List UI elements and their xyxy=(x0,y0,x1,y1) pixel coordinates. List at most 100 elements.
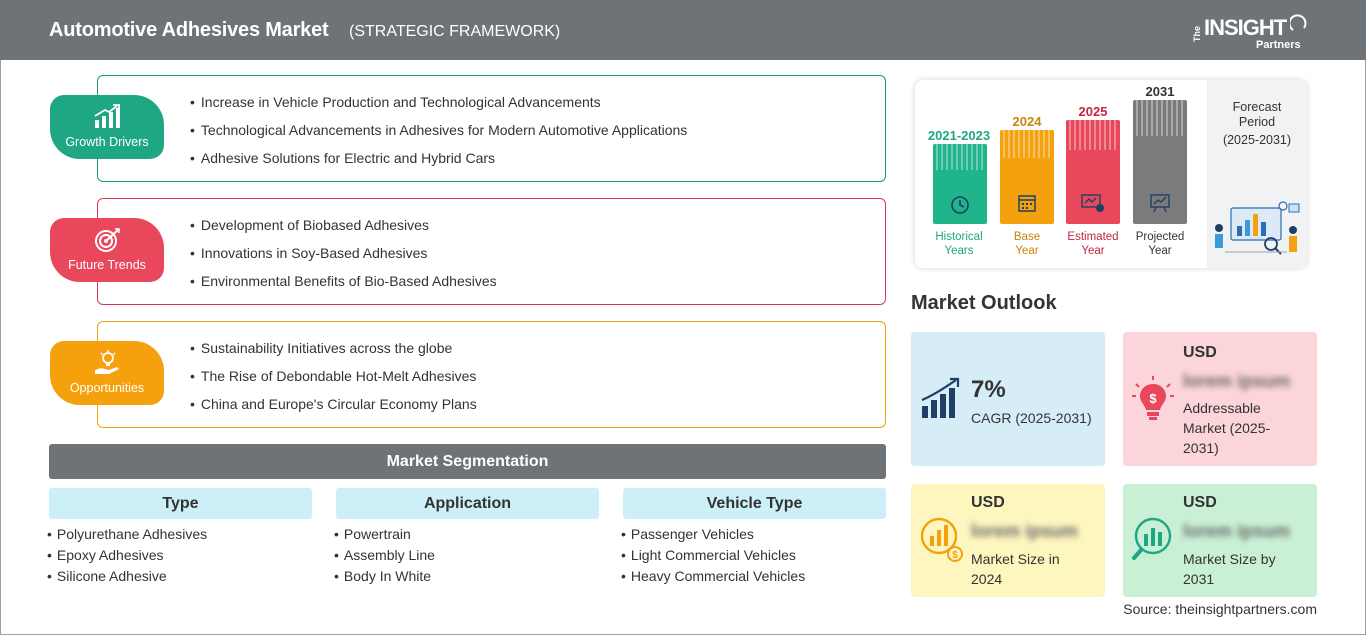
timeline-year-historical: 2021-2023 xyxy=(927,128,991,143)
future-trends-badge: Future Trends xyxy=(50,218,164,282)
bar-stripes xyxy=(1003,130,1050,158)
list-item: China and Europe's Circular Economy Plan… xyxy=(190,394,477,422)
source-note[interactable]: Source: theinsightpartners.com xyxy=(1123,601,1317,617)
desc-line: Addressable xyxy=(1183,400,1261,416)
list-item: Assembly Line xyxy=(334,546,435,567)
addressable-usd: USD xyxy=(1183,344,1217,361)
projection-board-icon xyxy=(1150,194,1170,213)
timeline-bar-projected xyxy=(1133,100,1187,224)
opportunities-label: Opportunities xyxy=(69,381,145,395)
future-trends-list: Development of Biobased Adhesives Innova… xyxy=(190,215,497,299)
desc-line: 2024 xyxy=(971,571,1003,587)
market-size-2024-usd: USD xyxy=(971,494,1005,511)
list-item: Body In White xyxy=(334,567,435,588)
market-size-2031-label: Market Size by 2031 xyxy=(1183,549,1276,589)
header-bar: Automotive Adhesives Market (STRATEGIC F… xyxy=(0,0,1366,60)
history-clock-icon xyxy=(951,196,969,214)
logo-partners: Partners xyxy=(1256,39,1301,51)
market-outlook-title: Market Outlook xyxy=(911,292,1057,314)
caption-line: Year xyxy=(1148,245,1172,257)
caption-line: Base xyxy=(1013,231,1041,243)
future-trends-label: Future Trends xyxy=(68,258,146,272)
market-size-2024-card: $ USD lorem ipsum Market Size in 2024 xyxy=(911,484,1105,597)
list-item: The Rise of Debondable Hot-Melt Adhesive… xyxy=(190,366,477,394)
segment-list-application: Powertrain Assembly Line Body In White xyxy=(334,525,435,588)
segment-list-type: Polyurethane Adhesives Epoxy Adhesives S… xyxy=(47,525,207,588)
desc-line: 2031) xyxy=(1183,440,1219,456)
market-size-2031-value: lorem ipsum xyxy=(1183,521,1291,541)
forecast-line-1: Forecast xyxy=(1232,100,1282,114)
list-item: Increase in Vehicle Production and Techn… xyxy=(190,92,687,120)
cagr-value: 7% xyxy=(971,376,1006,403)
list-item: Innovations in Soy-Based Adhesives xyxy=(190,243,497,271)
timeline-year-base: 2024 xyxy=(1012,114,1042,129)
market-segmentation-header: Market Segmentation xyxy=(49,444,886,479)
cagr-label: CAGR (2025-2031) xyxy=(971,410,1092,426)
list-item: Light Commercial Vehicles xyxy=(621,546,805,567)
caption-line: Year xyxy=(1081,245,1105,257)
cagr-growth-icon xyxy=(921,377,960,418)
forecast-line-3: (2025-2031) xyxy=(1222,133,1292,147)
timeline-year-projected: 2031 xyxy=(1145,84,1175,99)
market-size-2031-icon xyxy=(1132,517,1172,560)
timeline-card: 2021-2023 Historical Years 2024 Base xyxy=(915,80,1307,268)
addressable-market-card: $ USD lorem ipsum Addressable Market (20… xyxy=(1123,332,1317,466)
list-item: Silicone Adhesive xyxy=(47,567,207,588)
logo-insight: INSIGHT xyxy=(1204,15,1287,40)
forecast-line-2: Period xyxy=(1238,115,1276,129)
caption-line: Estimated xyxy=(1067,231,1119,243)
lightbulb-dollar-icon: $ xyxy=(1132,376,1174,420)
growth-chart-icon xyxy=(94,104,120,128)
future-trends-box: Development of Biobased Adhesives Innova… xyxy=(97,198,886,305)
market-size-2024-icon: $ xyxy=(920,517,963,562)
addressable-value: lorem ipsum xyxy=(1183,371,1291,391)
hand-lightbulb-icon xyxy=(95,350,119,374)
growth-drivers-label: Growth Drivers xyxy=(65,135,149,149)
list-item: Polyurethane Adhesives xyxy=(47,525,207,546)
opportunities-box: Sustainability Initiatives across the gl… xyxy=(97,321,886,428)
market-size-2024-value: lorem ipsum xyxy=(971,521,1079,541)
segment-head-application: Application xyxy=(336,488,599,519)
segment-list-vehicle-type: Passenger Vehicles Light Commercial Vehi… xyxy=(621,525,805,588)
svg-text:$: $ xyxy=(1149,391,1157,406)
cagr-card: 7% CAGR (2025-2031) xyxy=(911,332,1105,466)
list-item: Adhesive Solutions for Electric and Hybr… xyxy=(190,148,687,176)
desc-line: Market Size in xyxy=(971,551,1060,567)
list-item: Environmental Benefits of Bio-Based Adhe… xyxy=(190,271,497,299)
bar-stripes xyxy=(1069,120,1116,150)
growth-drivers-list: Increase in Vehicle Production and Techn… xyxy=(190,92,687,176)
segment-head-type: Type xyxy=(49,488,312,519)
list-item: Development of Biobased Adhesives xyxy=(190,215,497,243)
segment-head-vehicle-type: Vehicle Type xyxy=(623,488,886,519)
insight-partners-logo[interactable]: The INSIGHT Partners xyxy=(1192,12,1312,54)
timeline-bar-base xyxy=(1000,130,1054,224)
logo-arc-icon xyxy=(1290,14,1307,31)
caption-line: Projected xyxy=(1135,231,1185,243)
caption-line: Historical xyxy=(935,231,983,243)
page-title: Automotive Adhesives Market xyxy=(49,19,329,41)
list-item: Technological Advancements in Adhesives … xyxy=(190,120,687,148)
list-item: Heavy Commercial Vehicles xyxy=(621,567,805,588)
timeline-year-estimated: 2025 xyxy=(1078,104,1108,119)
timeline-bar-historical xyxy=(933,144,987,224)
market-size-2031-card: USD lorem ipsum Market Size by 2031 xyxy=(1123,484,1317,597)
logo-the: The xyxy=(1192,25,1202,42)
market-size-2031-usd: USD xyxy=(1183,494,1217,511)
opportunities-list: Sustainability Initiatives across the gl… xyxy=(190,338,477,422)
list-item: Powertrain xyxy=(334,525,435,546)
calendar-icon xyxy=(1018,195,1036,212)
timeline-caption-projected: Projected Year xyxy=(1120,230,1200,258)
opportunities-badge: Opportunities xyxy=(50,341,164,405)
desc-line: Market Size by xyxy=(1183,551,1276,567)
desc-line: 2031 xyxy=(1183,571,1215,587)
analytics-people-icon xyxy=(1215,201,1300,255)
list-item: Sustainability Initiatives across the gl… xyxy=(190,338,477,366)
bar-stripes xyxy=(936,144,983,170)
market-size-2024-label: Market Size in 2024 xyxy=(971,549,1060,589)
addressable-label: Addressable Market (2025- 2031) xyxy=(1183,398,1270,458)
timeline-caption-estimated: Estimated Year xyxy=(1053,230,1133,258)
svg-text:$: $ xyxy=(952,550,958,561)
timeline-caption-historical: Historical Years xyxy=(919,230,999,258)
timeline-bar-estimated xyxy=(1066,120,1120,224)
bar-stripes xyxy=(1136,100,1183,136)
